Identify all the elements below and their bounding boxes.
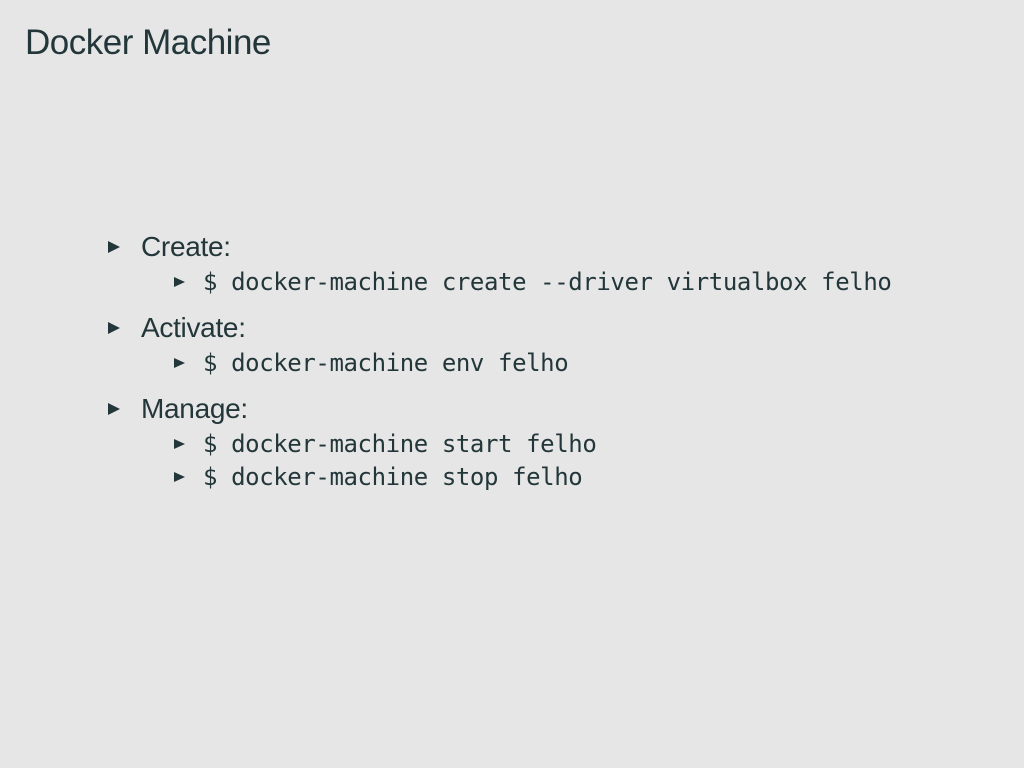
sub-bullet-list: $ docker-machine start felho $ docker-ma… xyxy=(108,428,988,494)
triangle-right-icon xyxy=(174,439,185,449)
triangle-right-icon xyxy=(174,277,185,287)
sub-bullet-list: $ docker-machine env felho xyxy=(108,347,988,380)
bullet-item-activate: Activate: xyxy=(108,309,988,347)
triangle-right-icon xyxy=(108,403,120,415)
triangle-right-icon xyxy=(108,322,120,334)
slide-title: Docker Machine xyxy=(25,23,271,62)
triangle-right-icon xyxy=(174,472,185,482)
bullet-label: Create: xyxy=(141,231,231,262)
bullet-list: Create: $ docker-machine create --driver… xyxy=(108,228,988,504)
bullet-label: Activate: xyxy=(141,312,246,343)
command-text: $ docker-machine start felho xyxy=(203,430,597,458)
command-text: $ docker-machine stop felho xyxy=(203,463,583,491)
bullet-label: Manage: xyxy=(141,393,248,424)
command-line: $ docker-machine create --driver virtual… xyxy=(108,266,988,299)
command-line: $ docker-machine stop felho xyxy=(108,461,988,494)
bullet-item-create: Create: xyxy=(108,228,988,266)
command-text: $ docker-machine create --driver virtual… xyxy=(203,268,892,296)
sub-bullet-list: $ docker-machine create --driver virtual… xyxy=(108,266,988,299)
command-text: $ docker-machine env felho xyxy=(203,349,569,377)
command-line: $ docker-machine env felho xyxy=(108,347,988,380)
command-line: $ docker-machine start felho xyxy=(108,428,988,461)
triangle-right-icon xyxy=(174,358,185,368)
bullet-item-manage: Manage: xyxy=(108,390,988,428)
triangle-right-icon xyxy=(108,241,120,253)
